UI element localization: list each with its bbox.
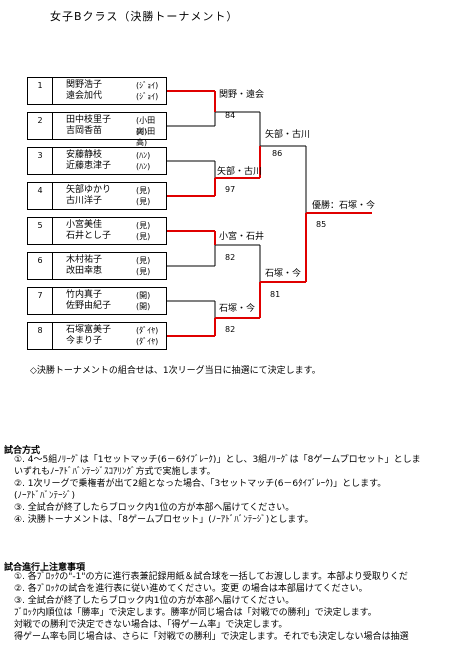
seed-number: 4 xyxy=(28,183,53,209)
player-box-4: 4 矢部ゆかり (見) 古川洋子 (見) xyxy=(27,182,167,210)
player-name: 近藤恵津子 xyxy=(66,161,112,171)
player-name: 遠会加代 xyxy=(66,91,103,101)
player-box-5: 5 小宮美佳 (見) 石井とし子 (見) xyxy=(27,217,167,245)
seed-number: 6 xyxy=(28,253,53,279)
player-team: (ｼﾞｮｲ) xyxy=(136,81,159,90)
player-name: 古川洋子 xyxy=(66,196,103,206)
rules-line: ①. 4～5組ﾉﾘｰｸﾞは「1セットマッチ(6－6ﾀｲﾌﾞﾚｰｸ)」とし、3組ﾉ… xyxy=(14,455,421,465)
player-name: 今まり子 xyxy=(66,336,103,346)
r1-score: 82 xyxy=(225,325,236,334)
procedure-line: 得ゲーム率も同じ場合は、さらに「対戦での勝利」で決定します。それでも決定しない場… xyxy=(14,632,409,642)
seed-number: 1 xyxy=(28,78,53,104)
player-box-8: 8 石塚富美子 (ﾀﾞｲﾔ) 今まり子 (ﾀﾞｲﾔ) xyxy=(27,322,167,350)
r2-score: 81 xyxy=(270,290,281,299)
player-name: 改田幸恵 xyxy=(66,266,103,276)
player-team: (見) xyxy=(136,256,151,265)
r1-score: 82 xyxy=(225,253,236,262)
seed-number: 5 xyxy=(28,218,53,244)
player-name: 竹内真子 xyxy=(66,290,103,300)
player-box-1: 1 関野浩子 (ｼﾞｮｲ) 遠会加代 (ｼﾞｮｲ) xyxy=(27,77,167,105)
player-name: 石塚富美子 xyxy=(66,325,112,335)
player-team: (ﾀﾞｲﾔ) xyxy=(136,337,159,346)
player-box-2: 2 田中枝里子 (小田高) 吉岡香苗 (小田高) xyxy=(27,112,167,147)
player-name: 田中枝里子 xyxy=(66,115,112,125)
player-box-3: 3 安藤静枝 (ﾊﾝ) 近藤恵津子 (ﾊﾝ) xyxy=(27,147,167,175)
rules-line: ③. 全試合が終了したらブロック内1位の方が本部へ届けてください。 xyxy=(14,503,295,513)
player-team: (ﾊﾝ) xyxy=(136,151,151,160)
r1-winner-label: 関野・遠会 xyxy=(219,90,265,100)
seed-number: 7 xyxy=(28,288,53,314)
procedure-heading: 試合進行上注意事項 xyxy=(4,563,86,573)
player-team: (見) xyxy=(136,267,151,276)
player-box-7: 7 竹内真子 (開) 佐野由紀子 (開) xyxy=(27,287,167,315)
final-score: 85 xyxy=(316,220,327,229)
player-name: 吉岡香苗 xyxy=(66,126,103,136)
player-name: 小宮美佳 xyxy=(66,220,103,230)
procedure-line: ②. 各ﾌﾞﾛｯｸの試合を進行表に従い進めてください。変更 の場合は本部届けてく… xyxy=(14,584,368,594)
bracket-lines xyxy=(167,90,372,337)
procedure-line: ③. 全試合が終了したらブロック内1位の方が本部へ届けてください。 xyxy=(14,596,295,606)
player-team: (開) xyxy=(136,302,151,311)
player-team: (見) xyxy=(136,232,151,241)
r1-winner-label: 矢部・古川 xyxy=(217,167,263,177)
rules-line: (ﾉｰｱﾄﾞﾊﾞﾝﾃｰｼﾞ) xyxy=(14,491,76,501)
player-box-6: 6 木村祐子 (見) 改田幸恵 (見) xyxy=(27,252,167,280)
player-team: (ﾊﾝ) xyxy=(136,162,151,171)
r1-winner-label: 石塚・今 xyxy=(219,304,256,314)
seed-number: 3 xyxy=(28,148,53,174)
seed-number: 2 xyxy=(28,113,53,139)
player-name: 佐野由紀子 xyxy=(66,301,112,311)
rules-line: いずれもﾉｰｱﾄﾞﾊﾞﾝﾃｰｼﾞｽｺｱﾘﾝｸﾞ方式で実施します。 xyxy=(14,467,216,477)
rules-line: ④. 決勝トーナメントは、「8ゲームプロセット」(ﾉｰｱﾄﾞﾊﾞﾝﾃｰｼﾞ)とし… xyxy=(14,515,314,525)
procedure-line: ﾌﾞﾛｯｸ内順位は「勝率」で決定します。勝率が同じ場合は「対戦での勝利」で決定し… xyxy=(14,608,377,618)
champion-label: 優勝：石塚・今 xyxy=(312,201,376,211)
procedure-line: 対戦での勝利で決定できない場合は、「得ゲーム率」で決定します。 xyxy=(14,620,288,630)
r2-winner-label: 矢部・古川 xyxy=(265,130,311,140)
rules-heading: 試合方式 xyxy=(4,446,41,456)
player-team: (小田高) xyxy=(136,127,156,147)
player-name: 石井とし子 xyxy=(66,231,112,241)
player-team: (小田高) xyxy=(136,116,156,136)
r2-winner-label: 石塚・今 xyxy=(265,269,302,279)
player-name: 木村祐子 xyxy=(66,255,103,265)
page-title: 女子Bクラス（決勝トーナメント） xyxy=(50,10,239,23)
player-team: (見) xyxy=(136,197,151,206)
player-team: (ﾀﾞｲﾔ) xyxy=(136,326,159,335)
player-name: 関野浩子 xyxy=(66,80,103,90)
player-team: (ｼﾞｮｲ) xyxy=(136,92,159,101)
r1-score: 97 xyxy=(225,185,236,194)
r1-score: 84 xyxy=(225,111,236,120)
player-team: (開) xyxy=(136,291,151,300)
player-name: 安藤静枝 xyxy=(66,150,103,160)
rules-line: ②. 1次リーグで乗権者が出て2組となった場合、「3セットマッチ(6－6ﾀｲﾌﾞ… xyxy=(14,479,387,489)
r1-winner-label: 小宮・石井 xyxy=(219,232,265,242)
player-name: 矢部ゆかり xyxy=(66,185,112,195)
procedure-line: ①. 各ﾌﾞﾛｯｸの"-1"の方に進行表兼記録用紙＆試合球を一括してお渡しします… xyxy=(14,572,408,582)
seed-number: 8 xyxy=(28,323,53,349)
r2-score: 86 xyxy=(272,149,283,158)
player-team: (見) xyxy=(136,221,151,230)
draw-note: ◇決勝トーナメントの組合せは、1次リーグ当日に抽選にて決定します。 xyxy=(30,366,321,376)
player-team: (見) xyxy=(136,186,151,195)
